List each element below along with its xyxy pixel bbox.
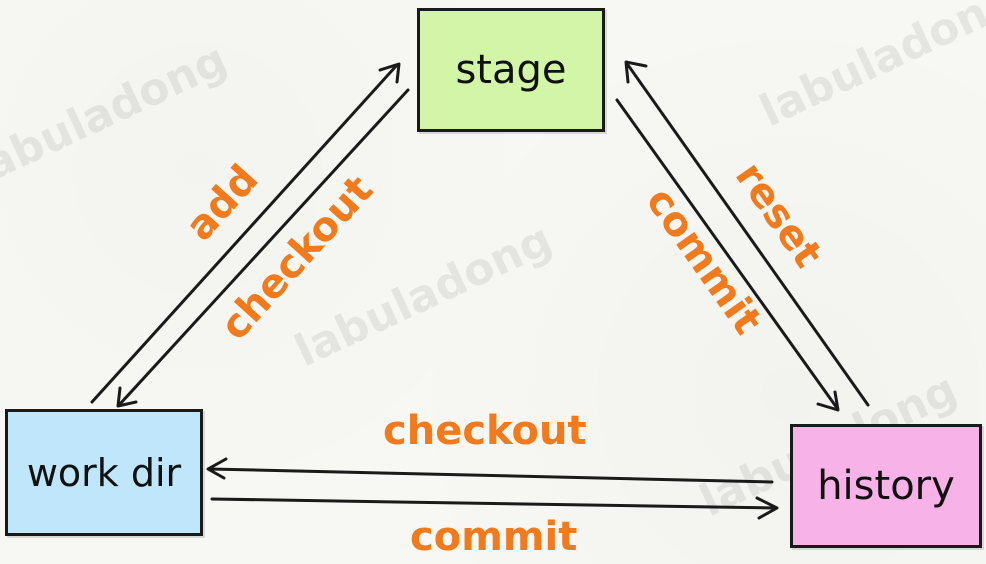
- workdir-label: work dir: [26, 450, 182, 495]
- workdir-node: work dir: [5, 409, 203, 536]
- stage-node: stage: [417, 8, 605, 132]
- history-label: history: [817, 463, 955, 509]
- checkout-bottom-label: checkout: [383, 408, 587, 454]
- commit-right-arrow: [615, 98, 839, 410]
- checkout-bottom-arrow-head: [206, 457, 228, 480]
- checkout-left-arrow-head: [116, 386, 138, 408]
- commit-right-arrow-head: [816, 390, 840, 412]
- checkout-left-arrow: [118, 88, 410, 406]
- commit-bottom-arrow: [210, 497, 777, 510]
- add-arrow-head: [378, 62, 401, 84]
- checkout-bottom-arrow: [208, 467, 774, 484]
- commit-bottom-arrow-head: [755, 496, 779, 520]
- stage-label: stage: [455, 47, 567, 93]
- commit-bottom-label: commit: [410, 514, 578, 560]
- reset-arrow-head: [624, 60, 648, 84]
- reset-arrow: [626, 63, 870, 407]
- add-arrow: [90, 63, 399, 404]
- history-node: history: [790, 424, 982, 548]
